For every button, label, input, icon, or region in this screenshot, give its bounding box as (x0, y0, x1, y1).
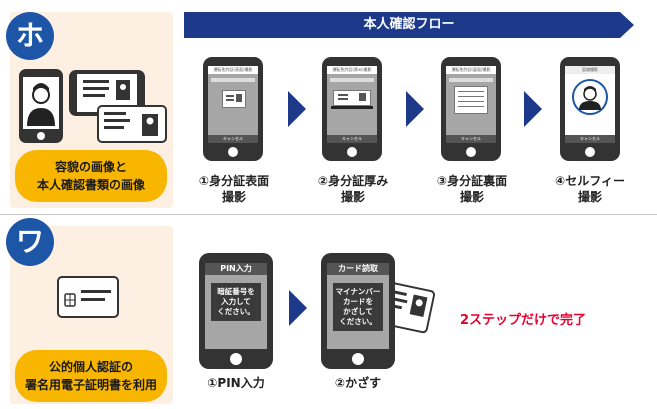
card-prompt-line3: かざして (343, 307, 373, 316)
ic-card-icon (57, 276, 119, 318)
id-card-thickness-icon (333, 90, 371, 106)
ho-method-line2: 本人確認書類の画像 (36, 178, 145, 192)
cancel-button[interactable]: キャンセル (565, 135, 615, 143)
phone-screen: 運転免許証(厚み)撮影 キャンセル (327, 66, 377, 143)
phone-screen: 運転免許証(裏面)撮影 キャンセル (446, 66, 496, 143)
wa-method-line2: 署名用電子証明書を利用 (24, 378, 157, 392)
wa-method-line1: 公的個人認証の (48, 360, 133, 374)
pin-prompt-line3: ください。 (217, 307, 255, 316)
ho-method-line1: 容貌の画像と (54, 160, 127, 174)
home-button (585, 147, 595, 157)
card-edge (331, 106, 373, 109)
home-button (230, 353, 242, 365)
step-3-line1: ③身分証裏面 (436, 174, 508, 188)
cancel-button[interactable]: キャンセル (208, 135, 258, 143)
screen-guide (330, 78, 374, 82)
card-prompt-line4: ください。 (339, 317, 377, 326)
phone-step-1: 運転免許証(表面)撮影 キャンセル (203, 57, 263, 161)
id-card-illustration (69, 70, 167, 143)
home-button (347, 147, 357, 157)
selfie-face-icon (572, 79, 608, 115)
card-prompt-line1: マイナンバー (335, 287, 381, 296)
flow-arrow-icon (406, 91, 424, 127)
step-2-label: ②身分証厚み 撮影 (304, 173, 402, 205)
flow-arrow-icon (289, 290, 307, 326)
id-card-front-icon (222, 90, 246, 108)
step-3-label: ③身分証裏面 撮影 (423, 173, 521, 205)
flow-arrow-icon (524, 91, 542, 127)
screen-title: 運転免許証(裏面)撮影 (446, 66, 496, 74)
home-button (466, 147, 476, 157)
card-prompt-line2: カードを (343, 297, 373, 306)
screen-title: 容貌撮影 (565, 66, 615, 74)
ho-method-label: 容貌の画像と 本人確認書類の画像 (15, 150, 167, 202)
home-button (352, 353, 364, 365)
pin-prompt: 暗証番号を 入力して ください。 (211, 283, 261, 321)
section-divider (0, 214, 657, 215)
screen-title: カード読取 (327, 263, 389, 275)
phone-screen: カード読取 マイナンバー カードを かざして ください。 (327, 263, 389, 349)
pin-prompt-line2: 入力して (221, 297, 251, 306)
home-button (228, 147, 238, 157)
step-1-line1: ①身分証表面 (198, 174, 270, 188)
screen-guide (211, 78, 255, 82)
screen-title: 運転免許証(厚み)撮影 (327, 66, 377, 74)
step-2-line1: ②身分証厚み (317, 174, 389, 188)
step-2-line2: 撮影 (340, 190, 365, 204)
step-4-line1: ④セルフィー (555, 174, 625, 188)
phone-card-read: カード読取 マイナンバー カードを かざして ください。 (321, 253, 395, 369)
phone-screen: PIN入力 暗証番号を 入力して ください。 (205, 263, 267, 349)
phone-screen: 運転免許証(表面)撮影 キャンセル (208, 66, 258, 143)
ho-badge: ホ (6, 12, 54, 60)
id-card-back-icon (454, 86, 488, 114)
screen-guide (449, 78, 493, 82)
flow-banner: 本人確認フロー (184, 12, 634, 38)
step-3-line2: 撮影 (459, 190, 484, 204)
wa-step-2-label: ②かざす (334, 376, 382, 390)
phone-selfie-illustration (19, 69, 63, 143)
completion-note: 2ステップだけで完了 (460, 313, 587, 328)
phone-step-4: 容貌撮影 キャンセル (560, 57, 620, 161)
screen-title: PIN入力 (205, 263, 267, 275)
step-1-line2: 撮影 (221, 190, 246, 204)
step-4-line2: 撮影 (577, 190, 602, 204)
phone-step-3: 運転免許証(裏面)撮影 キャンセル (441, 57, 501, 161)
wa-badge: ワ (6, 218, 54, 266)
wa-method-label: 公的個人認証の 署名用電子証明書を利用 (15, 350, 167, 402)
screen-title: 運転免許証(表面)撮影 (208, 66, 258, 74)
flow-arrow-icon (288, 91, 306, 127)
phone-screen: 容貌撮影 キャンセル (565, 66, 615, 143)
step-1-label: ①身分証表面 撮影 (185, 173, 283, 205)
phone-pin-input: PIN入力 暗証番号を 入力して ください。 (199, 253, 273, 369)
cancel-button[interactable]: キャンセル (446, 135, 496, 143)
pin-prompt-line1: 暗証番号を (217, 287, 255, 296)
card-prompt: マイナンバー カードを かざして ください。 (333, 283, 383, 331)
step-4-label: ④セルフィー 撮影 (541, 173, 639, 205)
cancel-button[interactable]: キャンセル (327, 135, 377, 143)
wa-step-1-label: ①PIN入力 (207, 376, 265, 390)
phone-step-2: 運転免許証(厚み)撮影 キャンセル (322, 57, 382, 161)
